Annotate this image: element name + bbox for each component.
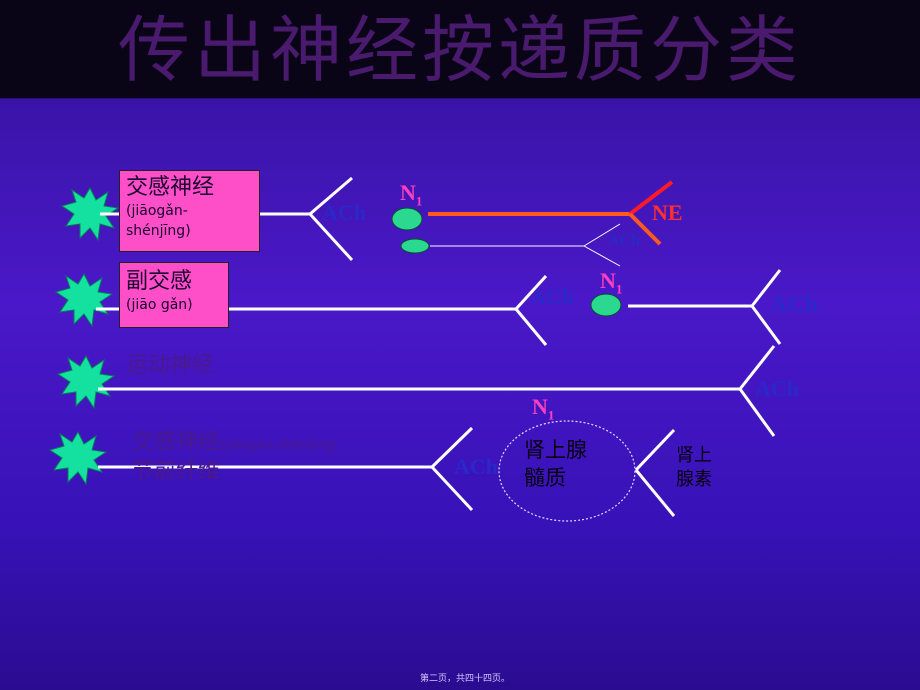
- row2-n1-label: N1: [600, 268, 623, 297]
- row2-label-main: 副交感: [126, 269, 193, 294]
- row1-receptor-n1-lower: [400, 238, 430, 254]
- row2-postganglionic-branch-down: [750, 305, 782, 345]
- ganglion-star-1: [60, 186, 120, 242]
- row2-ach-label-2: ACh: [770, 292, 819, 318]
- row1-ne-label: NE: [652, 200, 683, 225]
- row2-postganglionic-branch-up: [750, 269, 782, 307]
- row2-label-sub: (jiāo gǎn): [126, 297, 193, 313]
- row4-label-sub: (jiāogǎn-shénjīng): [220, 438, 338, 453]
- ganglion-star-2: [54, 272, 114, 328]
- row1-preganglionic-branch-up: [309, 176, 353, 216]
- row4-label: 交感神经(jiāogǎn-shénjīng) 节前纤维: [132, 430, 342, 486]
- page-footer: 第二页，共四十四页。: [419, 674, 510, 684]
- row1-ne-branch-up: [628, 180, 674, 216]
- row2-preganglionic-branch-up: [514, 274, 548, 311]
- adrenal-medulla-label: 肾上腺髓质: [524, 438, 587, 490]
- row2-ach-label-1: ACh: [530, 284, 575, 309]
- row2-label-box: 副交感 (jiāo gǎn): [119, 262, 229, 328]
- row4-branch-down: [430, 465, 474, 512]
- row4-n1-label: N1: [532, 394, 555, 423]
- row3-label: 运动神经: [126, 353, 215, 378]
- row1-label-sub: (jiāogǎn-shénjīng): [126, 203, 191, 239]
- row1-ach-small-label: ACh: [608, 232, 641, 249]
- row1-label-main: 交感神经: [126, 175, 215, 200]
- row3-branch-down: [738, 388, 776, 437]
- row3-branch-up: [738, 345, 776, 390]
- row1-preganglionic-branch-down: [308, 212, 354, 262]
- row4-ach-label: ACh: [454, 454, 499, 479]
- row3-ach-label: ACh: [755, 376, 800, 401]
- row1-ach-branch-down: [583, 245, 621, 267]
- row1-label-box: 交感神经 (jiāogǎn-shénjīng): [119, 170, 260, 252]
- row4-label-tail: 节前纤维: [132, 459, 221, 484]
- row1-receptor-n1-upper: [391, 207, 423, 231]
- slide-title: 传出神经按递质分类: [117, 8, 802, 92]
- row4-label-main: 交感神经: [132, 430, 221, 455]
- row4-branch-up: [430, 426, 474, 469]
- row2-preganglionic-branch-down: [514, 308, 548, 346]
- row1-ach-label: ACh: [322, 200, 367, 225]
- row2-receptor-n1: [590, 293, 622, 317]
- row1-n1-label: N1: [400, 180, 423, 209]
- row1-ach-branch-up: [583, 223, 621, 247]
- epinephrine-label: 肾上腺素: [676, 445, 712, 490]
- row1-ne-branch-down: [628, 212, 662, 246]
- row4-epinephrine-branch-up: [634, 428, 676, 472]
- ganglion-star-3: [56, 354, 116, 410]
- title-band: 传出神经按递质分类: [0, 0, 920, 98]
- row4-epinephrine-branch-down: [634, 469, 676, 517]
- ganglion-star-4: [48, 430, 108, 486]
